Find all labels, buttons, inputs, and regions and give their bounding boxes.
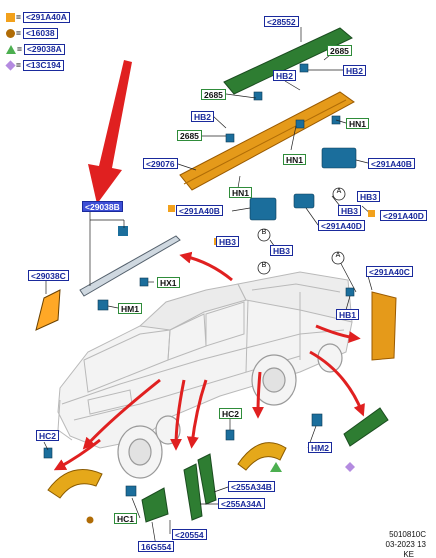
callout-hc2[interactable]: HC2 <box>36 430 60 441</box>
brown-circle-icon <box>6 29 15 39</box>
callout-291a40d[interactable]: <291A40D <box>318 220 365 231</box>
callout-hb2[interactable]: HB2 <box>343 65 367 76</box>
callout-2685[interactable]: 2685 <box>201 89 226 100</box>
view-marker-b: B <box>261 229 267 236</box>
callout-2685[interactable]: 2685 <box>327 45 352 56</box>
callout-hc2[interactable]: HC2 <box>219 408 243 419</box>
callout-hx1[interactable]: HX1 <box>157 277 180 288</box>
running-board-orange <box>179 91 355 191</box>
callout-291a40b[interactable]: <291A40B <box>176 205 223 216</box>
callout-hb1[interactable]: HB1 <box>336 309 360 320</box>
callout-29076[interactable]: <29076 <box>143 158 178 169</box>
rear-flare-orange <box>371 291 397 361</box>
callout-hb3[interactable]: HB3 <box>270 245 294 256</box>
view-marker-a: A <box>335 252 341 259</box>
legend-green-triangle: =<29038A <box>6 43 65 55</box>
callout-hn1[interactable]: HN1 <box>229 187 253 198</box>
diagram-code: 5010810C <box>389 530 426 539</box>
legend-purple-diamond: =<13C194 <box>5 59 64 71</box>
red-pointer-arrows <box>53 251 365 471</box>
callout-hb3[interactable]: HB3 <box>338 205 362 216</box>
rear-moulding-green <box>343 407 389 447</box>
callout-circles <box>257 187 346 275</box>
legend-orange-square: =<291A40A <box>6 11 70 23</box>
callout-20554[interactable]: <20554 <box>172 529 207 540</box>
callout-28552[interactable]: <28552 <box>264 16 299 27</box>
callout-29038c[interactable]: <29038C <box>28 270 69 281</box>
truck-illustration <box>57 271 353 449</box>
callout-291a40b[interactable]: <291A40B <box>368 158 415 169</box>
callout-255a34a[interactable]: <255A34A <box>218 498 265 509</box>
connector-clips <box>43 63 357 497</box>
callout-hb2[interactable]: HB2 <box>191 111 215 122</box>
big-red-arrow <box>88 60 132 204</box>
truck-wheels <box>117 343 343 479</box>
callout-2685[interactable]: 2685 <box>177 130 202 141</box>
view-marker-b: B <box>261 262 267 269</box>
callout-hb3[interactable]: HB3 <box>357 191 381 202</box>
callout-hc1[interactable]: HC1 <box>114 513 138 524</box>
legend-brown-circle: =<16038 <box>6 27 58 39</box>
diagram-date: 03-2023 13 <box>385 540 426 549</box>
callout-hm2[interactable]: HM2 <box>308 442 332 453</box>
roof-rack-part <box>223 27 353 95</box>
callout-hb3[interactable]: HB3 <box>216 236 240 247</box>
green-triangle-icon <box>6 45 16 55</box>
view-marker-a: A <box>336 188 342 195</box>
side-rail-bracket <box>35 226 181 331</box>
callout-291a40d[interactable]: <291A40D <box>380 210 427 221</box>
callout-hb2[interactable]: HB2 <box>273 70 297 81</box>
callout-hn1[interactable]: HN1 <box>346 118 370 129</box>
callout-255a34b[interactable]: <255A34B <box>228 481 275 492</box>
callout-291a40c[interactable]: <291A40C <box>366 266 413 277</box>
purple-diamond-icon <box>5 60 16 71</box>
callout-hn1[interactable]: HN1 <box>283 154 307 165</box>
callout-29038b-selected[interactable]: <29038B <box>82 201 123 212</box>
orange-square-icon <box>6 13 15 23</box>
callout-hm1[interactable]: HM1 <box>118 303 142 314</box>
diagram-suffix: KE <box>403 550 414 558</box>
callout-16g554[interactable]: 16G554 <box>138 541 175 552</box>
bottom-parts <box>47 442 287 523</box>
